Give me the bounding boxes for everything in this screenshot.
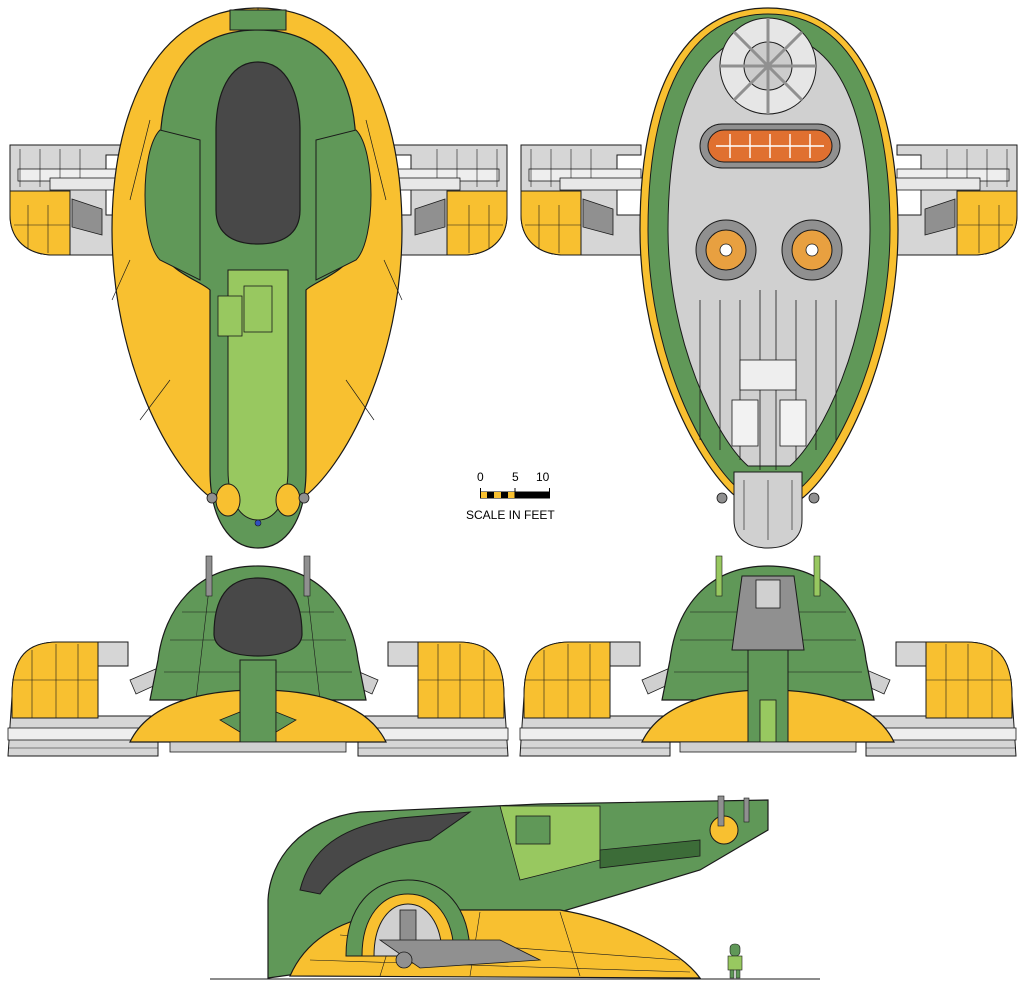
top-view <box>9 7 508 549</box>
bottom-view-right-wing <box>896 144 1018 256</box>
top-view-right-wing <box>386 144 508 256</box>
side-view-canopy <box>299 811 472 895</box>
bottom-view <box>520 7 1018 549</box>
scale-bar <box>480 488 550 499</box>
rear-view <box>519 555 1017 757</box>
bottom-view-left-wing <box>520 144 642 256</box>
side-view-pilot-figure <box>729 943 741 957</box>
top-view-canopy <box>215 61 301 245</box>
scale-tick-0: 0 <box>477 470 484 484</box>
scale-tick-5: 5 <box>512 470 519 484</box>
scale-legend: 0 5 10 SCALE IN FEET <box>464 470 574 530</box>
scale-caption: SCALE IN FEET <box>466 508 555 522</box>
scale-tick-10: 10 <box>536 470 550 484</box>
side-view <box>210 795 820 980</box>
front-view-canopy <box>213 577 303 657</box>
rear-view-engine-stack <box>731 575 805 651</box>
front-view <box>7 555 509 757</box>
scale-ticks: 0 5 10 <box>464 470 574 486</box>
